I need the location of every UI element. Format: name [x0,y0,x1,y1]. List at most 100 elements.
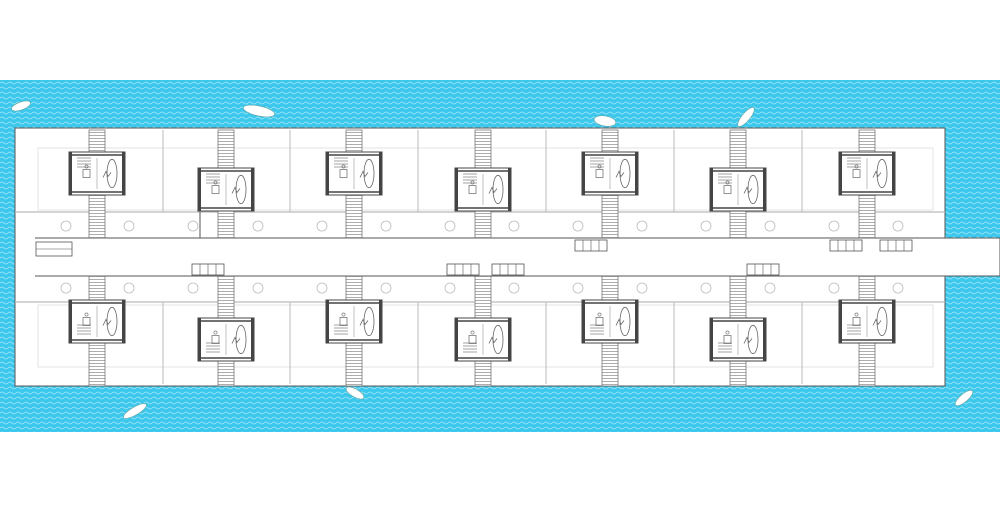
stair-unit-n2-up [217,129,235,169]
house-wall-left [198,318,201,361]
bench-south-3 [491,263,525,276]
house-wall-left [69,300,72,343]
lamp-marker-s8 [508,282,520,294]
stair-unit-s7-down [858,342,876,387]
stair-unit-s7-up [858,275,876,301]
house-wall-right [635,300,638,343]
plant-icon [872,318,882,326]
stair-unit-s1-down [88,342,106,387]
house-unit-s2 [197,317,255,362]
plant-icon [488,336,498,344]
table-icon [82,317,91,326]
lamp-marker-n9 [572,220,584,232]
lamp-marker-s11 [700,282,712,294]
lamp-marker-s1 [60,282,72,294]
stair-unit-s3-down [345,342,363,387]
house-unit-s3 [325,299,383,344]
table-icon [852,169,861,178]
plant-icon [615,170,625,178]
table-icon [468,335,477,344]
lamp-marker-n12 [764,220,776,232]
boat-5 [123,403,147,419]
stair-unit-s2-down [217,360,235,387]
table-icon [211,335,220,344]
lamp-marker-n1 [60,220,72,232]
lamp-marker-n6 [380,220,392,232]
plant-icon [231,336,241,344]
stair-unit-n3-up [345,129,363,153]
lamp-marker-s4 [252,282,264,294]
house-wall-right [763,168,766,211]
table-icon [339,317,348,326]
lamp-marker-n4 [252,220,264,232]
boat-7 [954,389,974,407]
table-icon [211,185,220,194]
table-icon [595,317,604,326]
plant-icon [102,170,112,178]
table-icon [852,317,861,326]
house-wall-left [198,168,201,211]
lamp-marker-n11 [700,220,712,232]
house-wall-right [892,152,895,195]
plant-icon [615,318,625,326]
house-unit-s4 [454,317,512,362]
bench-south-2 [446,263,480,276]
plant-icon [359,170,369,178]
plant-icon [102,318,112,326]
lamp-marker-s9 [572,282,584,294]
boat-2 [242,104,276,118]
stair-unit-n6-up [729,129,747,169]
house-wall-right [379,300,382,343]
stair-unit-n5-up [601,129,619,153]
house-wall-right [763,318,766,361]
house-wall-right [508,318,511,361]
plant-icon [488,186,498,194]
lamp-marker-s6 [380,282,392,294]
stair-unit-n4-up [474,129,492,169]
lamp-marker-s3 [187,282,199,294]
bench-north-3 [879,239,913,252]
stair-unit-s6-up [729,275,747,319]
house-wall-left [839,300,842,343]
stair-unit-s6-down [729,360,747,387]
stair-unit-s1-up [88,275,106,301]
house-wall-left [326,300,329,343]
stair-unit-s3-up [345,275,363,301]
stair-unit-n1-up [88,129,106,153]
house-wall-left [69,152,72,195]
house-wall-right [508,168,511,211]
house-unit-s6 [709,317,767,362]
table-icon [595,169,604,178]
lamp-marker-n13 [828,220,840,232]
boat-4 [737,107,755,127]
stair-unit-n1-down [88,194,106,239]
boat-6 [345,386,365,400]
table-icon [468,185,477,194]
stair-unit-n5-down [601,194,619,239]
stair-unit-n7-up [858,129,876,153]
house-wall-right [892,300,895,343]
table-icon [723,185,732,194]
stair-unit-s5-down [601,342,619,387]
stair-unit-s5-up [601,275,619,301]
stair-unit-n4-down [474,210,492,239]
stair-unit-s4-down [474,360,492,387]
stair-unit-n7-down [858,194,876,239]
stair-unit-s4-up [474,275,492,319]
plant-icon [743,186,753,194]
plant-icon [743,336,753,344]
house-wall-right [635,152,638,195]
plant-icon [872,170,882,178]
house-wall-right [379,152,382,195]
stair-unit-n3-down [345,194,363,239]
house-unit-s5 [581,299,639,344]
table-icon [723,335,732,344]
bench-north-2 [829,239,863,252]
lamp-marker-n8 [508,220,520,232]
house-unit-n3 [325,151,383,196]
house-wall-left [326,152,329,195]
lamp-marker-s2 [123,282,135,294]
house-wall-right [251,318,254,361]
lamp-marker-n5 [316,220,328,232]
boat-1 [11,100,31,112]
